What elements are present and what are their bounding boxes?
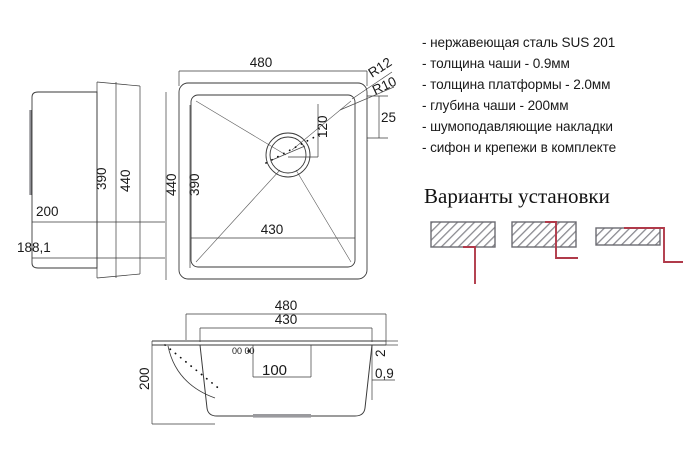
top-dim-480: 480 bbox=[250, 55, 273, 70]
front-dim-100: 100 bbox=[262, 362, 287, 379]
variant-1-redline bbox=[463, 246, 476, 284]
side-dim-440: 440 bbox=[118, 169, 133, 192]
variant-2-redline bbox=[545, 221, 578, 259]
side-dim-200: 200 bbox=[36, 204, 59, 219]
install-variants-group bbox=[430, 221, 683, 284]
install-variant-topmount[interactable] bbox=[595, 227, 683, 263]
front-drain-marker: 00 00 bbox=[232, 346, 255, 356]
side-frame-bottom bbox=[96, 273, 141, 279]
drain-dotted-leader bbox=[265, 132, 323, 164]
drain-outer-circle bbox=[265, 132, 311, 178]
spec-item: - толщина платформы - 2.0мм bbox=[422, 77, 611, 92]
install-variant-flushmount[interactable] bbox=[511, 221, 578, 259]
variant-2-counter bbox=[511, 221, 577, 248]
top-dim-440: 440 bbox=[164, 173, 179, 196]
front-dim-2: 2 bbox=[373, 349, 388, 357]
top-diagonal-bl bbox=[195, 169, 281, 263]
front-drain-strip bbox=[253, 414, 311, 418]
side-dim-188: 188,1 bbox=[17, 240, 51, 255]
top-dim-430: 430 bbox=[261, 222, 284, 237]
front-dotted-leader bbox=[164, 344, 223, 392]
front-bowl-body bbox=[199, 344, 373, 417]
front-dim-480: 480 bbox=[275, 298, 298, 313]
spec-item: - толщина чаши - 0.9мм bbox=[422, 56, 570, 71]
install-variant-undermount[interactable] bbox=[430, 221, 496, 284]
r12-leader bbox=[351, 71, 393, 100]
top-diagonal-br bbox=[295, 169, 352, 263]
variant-1-counter bbox=[430, 221, 496, 248]
top-dim-390: 390 bbox=[187, 173, 202, 196]
front-drain-dot bbox=[247, 349, 251, 353]
front-dim-200: 200 bbox=[137, 367, 152, 390]
spec-item: - глубина чаши - 200мм bbox=[422, 98, 569, 113]
front-dim-430: 430 bbox=[275, 312, 298, 327]
top-outer-plate bbox=[178, 82, 368, 280]
variant-3-counter bbox=[595, 227, 661, 246]
variant-3-redline bbox=[624, 227, 683, 263]
side-view-group: 200 188,1 390 440 bbox=[17, 81, 165, 279]
top-dim-120: 120 bbox=[315, 115, 330, 138]
top-dim-25: 25 bbox=[381, 110, 396, 125]
specification-list: - нержавеющая сталь SUS 201 - толщина ча… bbox=[422, 32, 698, 158]
drain-slash bbox=[271, 145, 306, 161]
side-dim-390: 390 bbox=[94, 167, 109, 190]
front-section-group: 480 430 200 00 00 bbox=[137, 298, 398, 425]
top-inner-bowl bbox=[190, 94, 356, 268]
top-view-group: 440 390 480 430 bbox=[164, 54, 399, 280]
front-dim-09: 0,9 bbox=[375, 366, 394, 381]
drain-inner-circle bbox=[269, 136, 307, 174]
side-frame-top bbox=[96, 81, 141, 87]
install-variants-title: Варианты установки bbox=[424, 184, 610, 208]
top-diagonal-tl bbox=[195, 100, 287, 156]
spec-item: - сифон и крепежи в комплекте bbox=[422, 140, 617, 155]
spec-item: - шумоподавляющие накладки bbox=[422, 119, 613, 134]
front-noise-pad-arc bbox=[167, 345, 216, 399]
r10-leader bbox=[339, 86, 395, 111]
spec-item: - нержавеющая сталь SUS 201 bbox=[422, 35, 616, 50]
